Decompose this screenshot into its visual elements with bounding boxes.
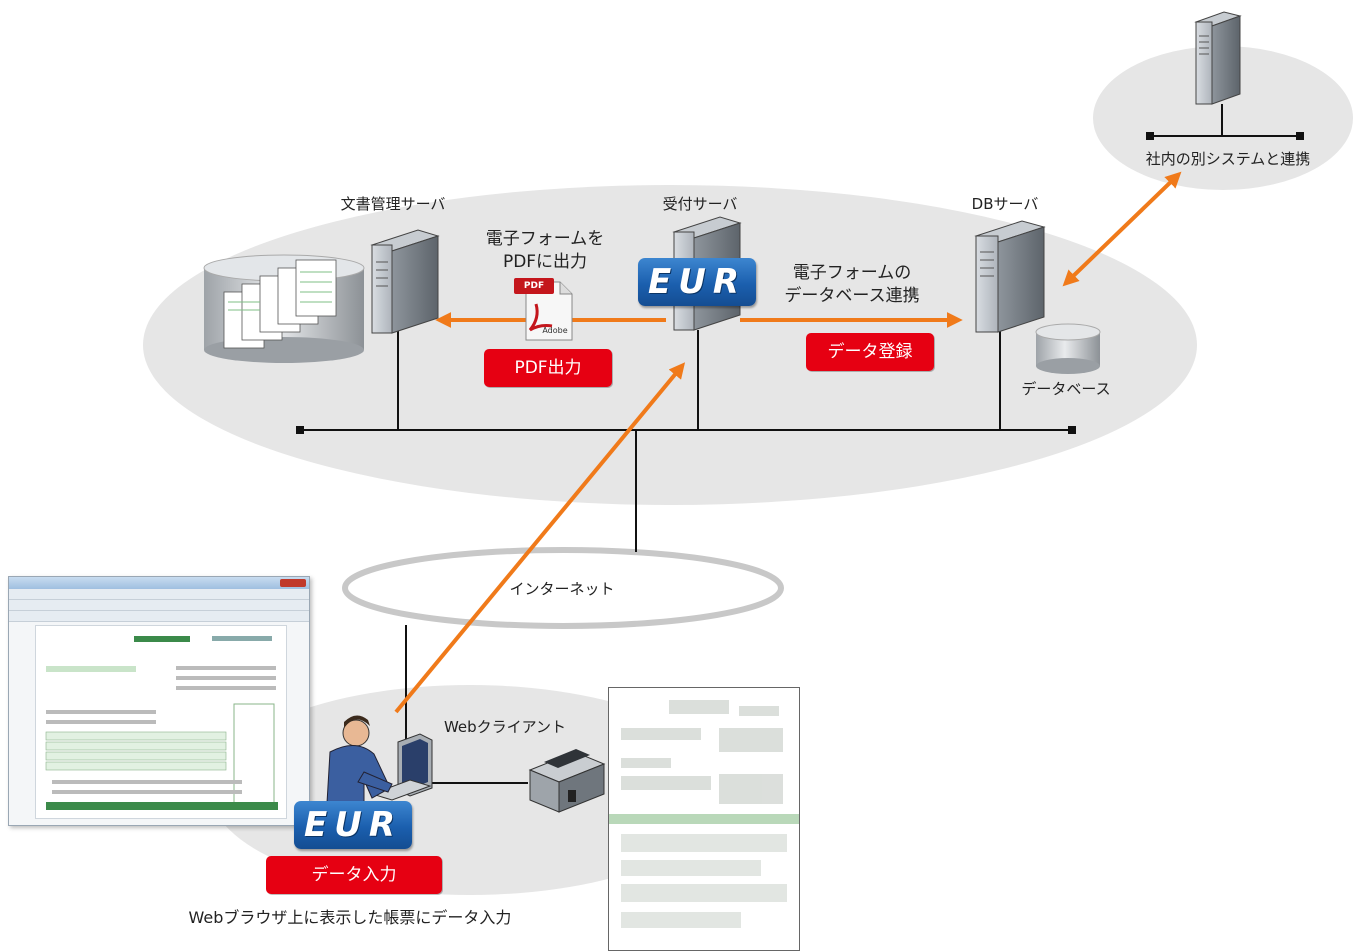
browser-window [8, 576, 310, 826]
pdf-output-badge: PDF出力 [484, 349, 612, 387]
printed-form-content [609, 700, 799, 928]
database-cylinder-icon [1035, 323, 1101, 374]
internet-ring [342, 547, 784, 629]
document-archive-icon [203, 254, 365, 363]
arrow-client-to-server [394, 362, 686, 714]
doc-server-label: 文書管理サーバ [340, 195, 446, 213]
db-server-label: DBサーバ [971, 195, 1039, 213]
database-label: データベース [1021, 380, 1111, 398]
browser-titlebar [9, 577, 309, 589]
internet-label: インターネット [509, 580, 615, 598]
browser-toolbar [9, 600, 309, 611]
pdf-icon-label: PDF [523, 281, 545, 291]
db-server-icon [974, 220, 1046, 333]
form-document [35, 625, 287, 819]
adobe-icon-label: Adobe [542, 326, 568, 335]
pdf-flow-caption: 電子フォームを PDFに出力 [485, 229, 605, 272]
db-flow-caption: 電子フォームの データベース連携 [784, 263, 920, 306]
browser-toolbar-2 [9, 611, 309, 622]
doc-server-icon [370, 229, 440, 334]
footer-caption: Webブラウザ上に表示した帳票にデータ入力 [188, 908, 512, 927]
web-client-label: Webクライアント [443, 718, 567, 736]
window-controls [280, 579, 306, 587]
form-document-lines [45, 636, 278, 810]
data-register-badge: データ登録 [806, 333, 934, 371]
remote-system-label: 社内の別システムと連携 [1145, 150, 1311, 168]
remote-server-icon [1194, 11, 1242, 105]
printer-icon [528, 749, 606, 813]
pdf-file-icon [514, 278, 573, 341]
reception-server-label: 受付サーバ [662, 195, 738, 213]
browser-address-bar [9, 589, 309, 600]
printed-form-paper [608, 687, 800, 951]
arrow-remote-link [1062, 171, 1182, 287]
data-input-badge: データ入力 [266, 856, 442, 894]
eur-logo-client: EUR [294, 801, 412, 849]
eur-logo-server: EUR [638, 258, 756, 306]
